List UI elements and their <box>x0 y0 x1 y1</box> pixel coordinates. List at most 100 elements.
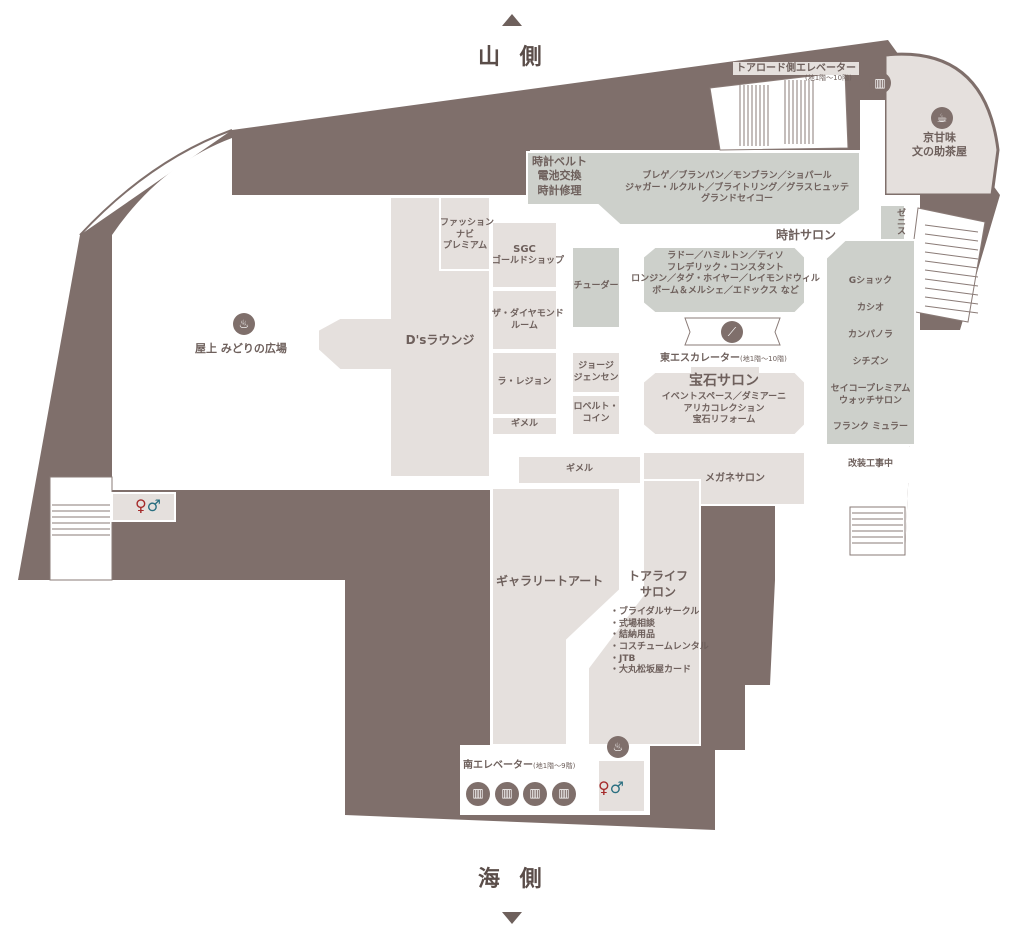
stair-step <box>924 269 979 278</box>
elevator-icon[interactable]: ▥ <box>523 782 547 806</box>
roberto-coin-area <box>571 394 621 436</box>
stair-step <box>924 305 979 314</box>
elevator-icon[interactable]: ▥ <box>869 72 891 94</box>
brand-line: ロンジン／タグ・ホイヤー／レイモンドウィル <box>631 274 820 285</box>
stair-step <box>924 242 979 251</box>
rc-line: コイン <box>582 413 610 424</box>
stair-step <box>924 296 979 305</box>
sgc-line: ゴールドショップ <box>492 256 565 266</box>
stair-step <box>924 233 979 242</box>
cafe-icon: ☕ <box>931 107 953 129</box>
brand-line: グランドセイコー <box>700 194 773 205</box>
store-gshock: Gショック <box>848 276 893 286</box>
watch-brands-top: ブレゲ／ブランパン／モンブラン／ショパールジャガー・ルクルト／ブライトリング／グ… <box>612 171 862 206</box>
jewelry-item: 宝石リフォーム <box>692 415 756 426</box>
fashion-navi-line: ナビ <box>455 229 474 240</box>
georg-jensen-area <box>571 351 621 394</box>
plaza-edge <box>79 129 233 236</box>
east-escalator-floors: (地1階〜10階) <box>740 355 787 363</box>
watch-salon-label: 時計サロン <box>776 228 837 242</box>
toilet-area-south <box>597 759 646 813</box>
toa-life-item: ・結納用品 <box>610 630 656 641</box>
south-elevator-floors: (地1階〜9階) <box>533 762 576 770</box>
sgc-area <box>491 221 558 289</box>
toa-life-line: トアライフ <box>627 569 688 583</box>
plaza-label: 屋上 みどりの広場 <box>195 342 287 355</box>
watch-stores <box>526 151 916 446</box>
north-side-label: 山 側 <box>478 45 548 70</box>
cafe-line: 文の助茶屋 <box>912 145 967 159</box>
georg-jensen-label: ジョージジェンセン <box>572 361 620 384</box>
rest-area-icon: ♨ <box>233 313 255 335</box>
brand-line: ラドー／ハミルトン／ティソ <box>667 251 784 261</box>
stores <box>111 196 806 813</box>
elevator-icon[interactable]: ▥ <box>552 782 576 806</box>
diamond-line: ザ・ダイヤモンド <box>492 309 564 319</box>
gimel-2-area <box>517 455 642 485</box>
watch-service-label: 時計ベルト電池交換時計修理 <box>532 155 587 198</box>
jewelry-items: イベントスペース／ダミアーニアリカコレクション宝石リフォーム <box>643 392 805 427</box>
tudor-area <box>571 246 621 329</box>
elevator-icon[interactable]: ▥ <box>466 782 490 806</box>
watch-mid-area <box>642 246 806 314</box>
megane-label: メガネサロン <box>705 473 765 484</box>
gimel-area <box>491 416 558 436</box>
stair-step <box>924 224 979 233</box>
east-escalator-label: 東エスカレーター(地1階〜10階) <box>660 352 787 365</box>
store-franck-muller: フランク ミュラー <box>832 422 909 432</box>
watch-top-area <box>526 151 861 226</box>
cafe-line: 京甘味 <box>923 131 956 144</box>
gallery-area <box>491 487 621 746</box>
toa-life-area <box>587 479 701 746</box>
south-arrow-icon <box>502 912 522 924</box>
toa-life-item: ・ブライダルサークル <box>610 607 700 617</box>
fashion-navi-line: ファッション <box>440 218 495 228</box>
store-campanola: カンパノラ <box>847 330 893 340</box>
brand-line: ボーム＆メルシェ／エドックス など <box>652 286 799 297</box>
store-seiko-premium: セイコープレミアム ウォッチサロン <box>830 384 911 406</box>
jewelry-item: アリカコレクション <box>683 403 765 414</box>
watch-service-line: 時計修理 <box>537 183 582 197</box>
jewelry-salon-area <box>642 365 806 436</box>
zenith-label: ゼニス <box>895 208 905 235</box>
stair-step <box>924 260 979 269</box>
watch-brands-mid: ラドー／ハミルトン／ティソフレデリック・コンスタントロンジン／タグ・ホイヤー／レ… <box>628 251 823 298</box>
diamond-area <box>491 289 558 351</box>
toa-life-item: ・コスチュームレンタル <box>610 642 709 653</box>
diamond-room-label: ザ・ダイヤモンドルーム <box>492 309 564 332</box>
brand-line: ジャガー・ルクルト／ブライトリング／グラスヒュッテ <box>624 182 850 193</box>
north-elevator-name: トアロード側エレベーター <box>736 63 856 74</box>
stair-step <box>924 278 979 287</box>
gj-line: ジェンセン <box>573 372 619 383</box>
north-arrow-icon <box>502 14 522 26</box>
store-citizen: シチズン <box>852 357 889 367</box>
toa-life-line: サロン <box>639 584 676 599</box>
roberto-coin-label: ロベルト・コイン <box>572 402 620 425</box>
toilet-area-left <box>111 492 176 522</box>
watch-service-line: 時計ベルト <box>532 155 587 168</box>
toa-life-item: ・大丸松坂屋カード <box>610 665 692 676</box>
right-column-area <box>825 239 916 446</box>
ds-lounge-label: D'sラウンジ <box>405 333 475 347</box>
south-elevator-label: 南エレベーター(地1階〜9階) <box>463 759 575 772</box>
toa-life-item: ・JTB <box>610 653 636 664</box>
brand-line: フレデリック・コンスタント <box>667 262 784 273</box>
gj-line: ジョージ <box>578 361 614 371</box>
tudor-label: チューダー <box>573 281 619 291</box>
restroom-icon: ♀♂ <box>135 496 162 515</box>
escalator-icon: ⟋ <box>721 321 743 343</box>
brand-line: ブレゲ／ブランパン／モンブラン／ショパール <box>642 171 832 181</box>
jewelry-item: イベントスペース／ダミアーニ <box>661 392 787 402</box>
right-column-stores: Gショック カシオ カンパノラ シチズン セイコープレミアム ウォッチサロン フ… <box>826 276 915 434</box>
cafe-label: 京甘味文の助茶屋 <box>912 131 967 160</box>
sgc-line: SGC <box>513 244 536 255</box>
fashion-navi-line: プレミアム <box>442 241 488 252</box>
north-elevator-floors: (地1階〜10階) <box>805 74 852 82</box>
elevator-icon[interactable]: ▥ <box>495 782 519 806</box>
gimel-2-label: ギメル <box>565 464 593 474</box>
south-elevator-name: 南エレベーター <box>463 760 533 771</box>
stair-step <box>924 287 979 296</box>
store-casio: カシオ <box>856 303 884 313</box>
